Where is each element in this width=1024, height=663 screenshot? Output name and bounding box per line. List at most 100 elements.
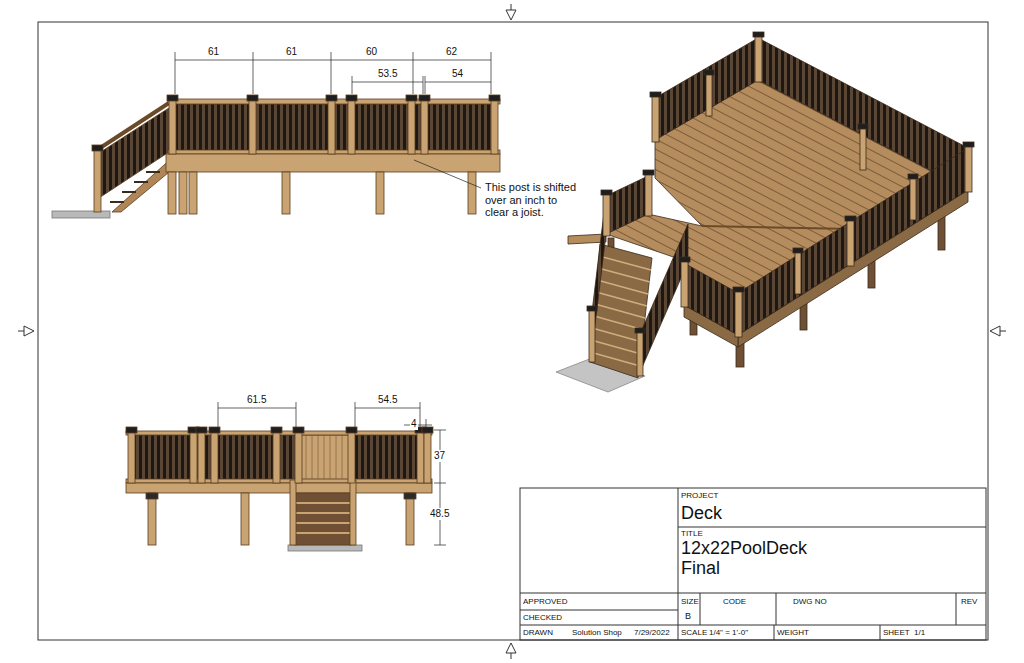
dimension-label: 54.5: [377, 394, 398, 406]
side-elevation: [168, 172, 476, 214]
dimension-label: 54: [451, 68, 464, 80]
side-elevation: [166, 154, 500, 172]
side-elevation: [491, 100, 498, 154]
side-elevation: [348, 100, 355, 154]
side-elevation: [169, 100, 176, 154]
side-elevation: [326, 95, 337, 101]
title-block-heading: SIZE: [681, 597, 699, 606]
sheet-frame: [18, 4, 1006, 659]
isometric-view: [850, 148, 968, 264]
front-elevation: [209, 427, 220, 433]
isometric-view: [601, 190, 612, 195]
isometric-view: [858, 124, 868, 129]
title-block-heading: SHEET: [883, 628, 910, 637]
title-block-heading: TITLE: [681, 529, 703, 538]
front-elevation: [196, 427, 207, 433]
isometric-view: [603, 194, 610, 236]
isometric-view: [704, 70, 714, 75]
front-elevation: [350, 480, 356, 545]
side-elevation: [167, 95, 500, 101]
front-elevation: [417, 432, 424, 483]
isometric-view: [795, 252, 801, 294]
side-elevation: [249, 100, 256, 154]
front-elevation: [295, 503, 351, 533]
isometric-view: [650, 92, 661, 97]
title-block-heading: CODE: [723, 597, 746, 606]
front-elevation: [406, 493, 414, 545]
title-block: [520, 488, 986, 640]
side-elevation: [346, 95, 357, 101]
front-elevation: [424, 432, 431, 483]
title-block: [520, 488, 986, 640]
isometric-view: [679, 257, 690, 262]
isometric-view: [733, 287, 744, 292]
isometric-view: [738, 222, 850, 335]
side-elevation: [421, 100, 428, 154]
sheet-frame: [24, 10, 1000, 653]
isometric-view: [845, 216, 856, 221]
front-elevation: [293, 427, 304, 433]
isometric-view: [753, 32, 764, 37]
front-elevation: [422, 427, 433, 433]
isometric-view: [643, 170, 654, 175]
dimension-lines: [218, 402, 420, 428]
dimension-label: 37: [433, 450, 446, 462]
side-elevation: [406, 95, 417, 101]
side-elevation: [52, 95, 500, 218]
front-elevation: [126, 427, 433, 433]
side-elevation: [376, 172, 384, 214]
isometric-view: [652, 96, 659, 142]
isometric-view: [556, 32, 974, 392]
front-elevation: [295, 493, 351, 545]
front-elevation: [146, 493, 416, 499]
isometric-view: [640, 224, 688, 372]
title-block-value: 7/29/2022: [634, 628, 670, 637]
front-elevation: [148, 493, 156, 545]
front-elevation: [146, 493, 158, 499]
dimension-label: 4: [410, 418, 418, 430]
title-block-heading: SCALE: [681, 628, 707, 637]
dimension-label: 48.5: [429, 508, 450, 520]
isometric-view: [793, 248, 803, 253]
title-block-heading: DRAWN: [523, 628, 553, 637]
side-elevation: [489, 95, 500, 101]
side-elevation: [189, 172, 197, 214]
front-elevation: [126, 427, 433, 551]
isometric-view: [637, 332, 643, 376]
isometric-view: [589, 310, 595, 362]
isometric-view: [589, 36, 972, 376]
isometric-view: [910, 178, 916, 220]
isometric-view: [758, 38, 968, 190]
front-elevation: [288, 545, 362, 551]
isometric-view: [706, 74, 712, 116]
dimension-label: 61.5: [246, 394, 267, 406]
side-elevation: [468, 172, 476, 214]
side-elevation: [167, 95, 178, 101]
isometric-view: [587, 32, 974, 333]
isometric-view: [755, 36, 762, 82]
isometric-view: [908, 174, 918, 179]
title-block-value: 12x22PoolDeck Final: [681, 538, 816, 578]
sheet-frame: [18, 4, 1006, 659]
dimension-label: 60: [365, 46, 378, 58]
title-block-heading: WEIGHT: [777, 628, 809, 637]
dimension-label: 62: [445, 46, 458, 58]
title-block-value: 1/4" = 1'-0": [709, 628, 748, 637]
dimension-label: 61: [285, 46, 298, 58]
front-elevation: [128, 432, 135, 483]
isometric-view: [655, 38, 758, 140]
side-elevation: [168, 172, 176, 214]
title-block-value: 1/1: [914, 628, 925, 637]
side-elevation: [97, 101, 172, 150]
isometric-view: [860, 128, 866, 170]
title-block-heading: DWG NO: [793, 597, 827, 606]
side-elevation: [419, 95, 430, 101]
title-block-heading: CHECKED: [523, 613, 562, 622]
side-elevation: [92, 145, 103, 151]
isometric-view: [606, 176, 648, 234]
isometric-view: [635, 328, 645, 333]
isometric-view: [738, 190, 968, 347]
dimension-label: 61: [207, 46, 220, 58]
title-block: [520, 488, 986, 640]
